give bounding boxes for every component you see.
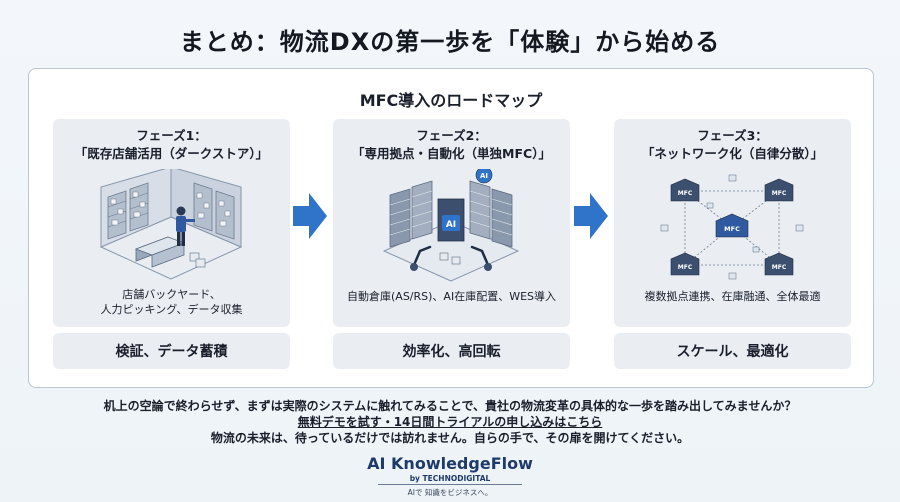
phase-2-heading-line1: フェーズ2： [416, 128, 487, 143]
mfc-node-label: MFC [772, 264, 787, 271]
phase-3-description: 複数拠点連携、在庫融通、全体最適 [614, 289, 851, 304]
phase-1-desc-line1: 店舗バックヤード、 [122, 288, 221, 301]
automated-warehouse-illustration-icon: AI AI [382, 169, 520, 282]
phase-2-heading-line2: 「専用拠点・自動化（単独MFC）」 [352, 146, 551, 161]
phase-3-result: スケール、最適化 [614, 333, 851, 369]
phase-2-desc-line1: 自動倉庫(AS/RS)、AI在庫配置、WES導入 [347, 290, 556, 303]
dark-store-illustration-icon [99, 169, 243, 280]
phase-3-heading-line2: 「ネットワーク化（自律分散）」 [641, 146, 824, 161]
phase-1-heading-line1: フェーズ1： [136, 128, 207, 143]
phase-1-result: 検証、データ蓄積 [53, 333, 290, 369]
brand-tagline: AIで 知識をビジネスへ。 [407, 488, 493, 497]
arrow-right-icon [293, 193, 327, 239]
arrow-right-icon [574, 193, 608, 239]
page-title: まとめ：物流DXの第一歩を「体験」から始める [179, 28, 721, 56]
phase-1-description: 店舗バックヤード、 人力ピッキング、データ収集 [53, 287, 290, 317]
phase-1-heading: フェーズ1： 「既存店舗活用（ダークストア）」 [53, 127, 290, 163]
mfc-node-label: MFC [724, 225, 740, 233]
phase-1-desc-line2: 人力ピッキング、データ収集 [100, 303, 243, 316]
phase-3-card: フェーズ3： 「ネットワーク化（自律分散）」 MFC MFC MFC [614, 119, 851, 327]
footer-message-line1: 机上の空論で終わらせず、まずは実際のシステムに触れてみることで、貴社の物流変革の… [103, 399, 797, 413]
mfc-node-label: MFC [772, 190, 787, 197]
phase-1-heading-line2: 「既存店舗活用（ダークストア）」 [74, 146, 269, 161]
phase-2-card: フェーズ2： 「専用拠点・自動化（単独MFC）」 [333, 119, 570, 327]
mfc-node-label: MFC [678, 264, 693, 271]
brand-divider [378, 484, 522, 485]
phase-2-result: 効率化、高回転 [333, 333, 570, 369]
phase-2-ai-label: AI [446, 220, 456, 230]
mfc-network-illustration-icon: MFC MFC MFC MFC MFC [660, 174, 804, 280]
phase-3-heading: フェーズ3： 「ネットワーク化（自律分散）」 [614, 127, 851, 163]
phase-2-ai-badge: AI [480, 172, 488, 180]
footer-message-line3: 物流の未来は、待っているだけでは訪れません。自らの手で、その扉を開けてください。 [210, 431, 690, 445]
brand-byline: by TECHNODIGITAL [409, 474, 491, 483]
phase-2-description: 自動倉庫(AS/RS)、AI在庫配置、WES導入 [333, 289, 570, 304]
roadmap-panel: MFC導入のロードマップ フェーズ1： 「既存店舗活用（ダークストア）」 [28, 68, 874, 388]
phase-2-heading: フェーズ2： 「専用拠点・自動化（単独MFC）」 [333, 127, 570, 163]
phase-3-desc-line1: 複数拠点連携、在庫融通、全体最適 [644, 290, 821, 303]
roadmap-title: MFC導入のロードマップ [359, 91, 543, 110]
phase-1-card: フェーズ1： 「既存店舗活用（ダークストア）」 [53, 119, 290, 327]
phase-3-heading-line1: フェーズ3： [697, 128, 768, 143]
mfc-node-label: MFC [678, 190, 693, 197]
brand-logo-name: AI KnowledgeFlow [367, 454, 533, 473]
trial-signup-link[interactable]: 無料デモを試す・14日間トライアルの申し込みはこちら [297, 415, 603, 429]
